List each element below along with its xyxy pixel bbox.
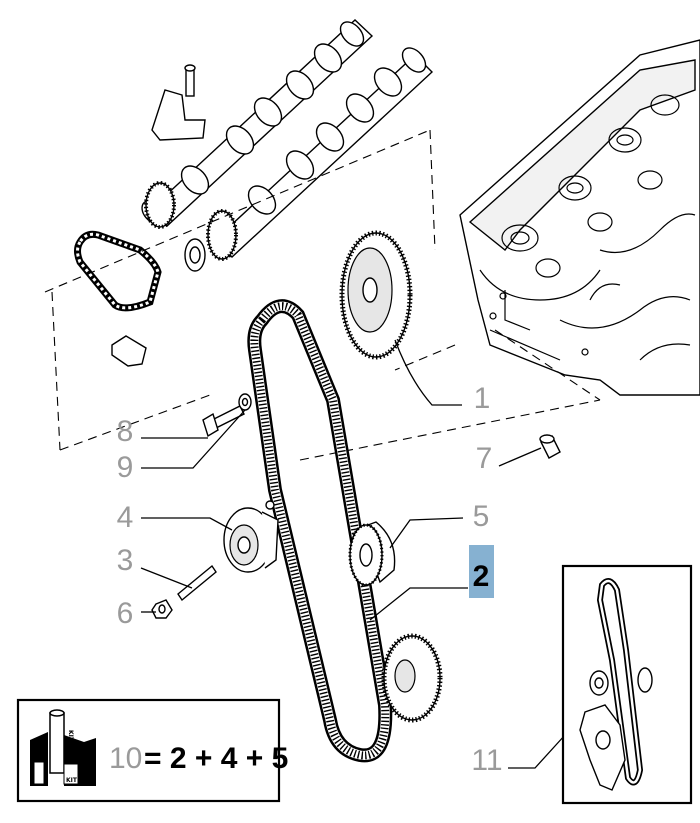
chain-tensioner-shoe <box>111 335 147 367</box>
kit-icon-label-top: KIT <box>67 730 74 742</box>
callout-5[interactable]: 5 <box>473 500 490 533</box>
callout-11[interactable]: 11 <box>471 744 502 777</box>
callout-4[interactable]: 4 <box>117 501 134 534</box>
callout-labels: 1 2 3 4 5 6 7 8 9 11 <box>117 382 503 777</box>
callout-7[interactable]: 7 <box>476 442 493 475</box>
callout-3[interactable]: 3 <box>117 544 134 577</box>
cam-bracket <box>151 64 206 141</box>
kit-number[interactable]: 10 <box>109 742 142 775</box>
kit-icon-label-bottom: KIT <box>66 777 78 784</box>
cam-timing-chain <box>74 230 162 312</box>
cam-washer <box>184 238 206 272</box>
cam-sprocket-upper <box>144 181 176 229</box>
timing-belt <box>247 299 393 763</box>
bolt <box>202 405 245 438</box>
camshaft-pulley <box>339 230 413 360</box>
dowel-sleeve <box>539 434 561 459</box>
camshaft-lower <box>213 47 434 258</box>
nut <box>151 599 173 619</box>
callout-9[interactable]: 9 <box>117 451 134 484</box>
washer <box>238 393 252 411</box>
callout-6[interactable]: 6 <box>117 597 134 630</box>
callout-1[interactable]: 1 <box>474 382 491 415</box>
callout-8[interactable]: 8 <box>117 415 134 448</box>
belt-tensioner <box>223 500 279 573</box>
kit-formula: = 2 + 4 + 5 <box>144 742 288 775</box>
selected-callout-highlight <box>469 545 494 598</box>
kit-box: KIT KIT 10 = 2 + 4 + 5 <box>16 698 288 803</box>
stud <box>177 564 217 602</box>
crankshaft-sprocket <box>381 633 443 723</box>
kit-icon: KIT KIT <box>30 709 96 786</box>
cam-sprocket-lower <box>206 209 238 261</box>
engine-block-illustration <box>459 39 700 396</box>
idler-pulley <box>348 521 396 587</box>
kit-inset-box <box>561 564 693 805</box>
leader-lines <box>140 339 566 769</box>
callout-2-selected[interactable]: 2 <box>473 560 490 593</box>
